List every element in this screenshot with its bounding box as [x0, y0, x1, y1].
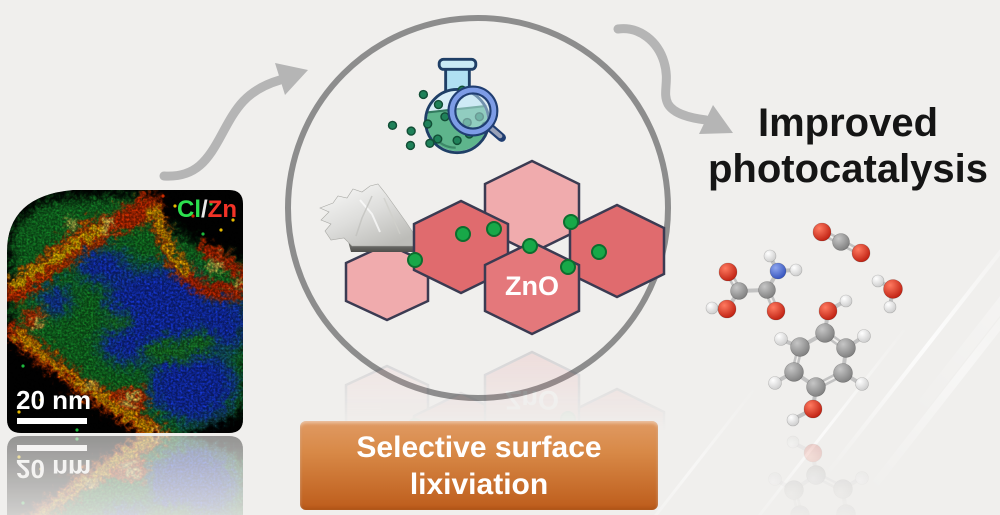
result-heading-line2: photocatalysis	[707, 147, 989, 191]
oxygen-atom	[812, 222, 832, 242]
banner-line1: Selective surface	[356, 431, 602, 464]
oxygen-atom	[717, 299, 737, 319]
curved-arrow-left	[159, 75, 285, 181]
banner-line2: lixiviation	[409, 468, 549, 501]
carbon-dioxide-molecule	[812, 222, 871, 263]
carbon-atom	[790, 337, 810, 357]
hexagon-dark-right	[568, 203, 666, 299]
element-map-legend: Cl/Zn	[177, 196, 237, 224]
carbon-atom	[758, 281, 776, 299]
zn-label: Zn	[207, 196, 237, 223]
hydrogen-atom	[768, 376, 782, 390]
result-heading-line1: Improved	[757, 101, 939, 145]
hydrogen-atom	[855, 377, 869, 391]
carbon-atom	[836, 338, 856, 358]
scale-bar	[17, 418, 87, 424]
oxamic-acid-molecule	[705, 249, 803, 321]
hydrogen-atom	[705, 301, 719, 315]
oxygen-atom	[766, 301, 786, 321]
hydrogen-atom	[786, 413, 800, 427]
hydrogen-atom	[883, 300, 897, 314]
oxygen-atom	[718, 262, 738, 282]
oxygen-atom	[851, 243, 871, 263]
hydrogen-atom	[871, 274, 885, 288]
oxygen-atom	[803, 399, 823, 419]
scale-bar-label: 20 nm	[16, 385, 92, 415]
eels-elemental-map: Cl/Zn 20 nm	[7, 190, 243, 433]
water-molecule	[871, 274, 903, 314]
carbon-atom	[784, 362, 804, 382]
eels-map-image	[7, 190, 243, 433]
slash-label: /	[201, 196, 208, 223]
oxygen-atom	[883, 279, 903, 299]
hydrogen-atom	[839, 294, 853, 308]
nitrogen-atom	[769, 262, 787, 280]
carbon-atom	[815, 323, 835, 343]
arrowhead-left-icon	[275, 63, 308, 95]
chemistry-scene	[350, 55, 570, 195]
degradation-molecules	[697, 215, 1000, 430]
hydrogen-atom	[763, 249, 777, 263]
hydrogen-atom	[789, 263, 803, 277]
cl-label: Cl	[177, 196, 201, 223]
carbon-atom	[832, 233, 850, 251]
magnifier-icon	[447, 85, 506, 142]
carbon-atom	[730, 282, 748, 300]
oxygen-atom	[818, 301, 838, 321]
process-banner: Selective surface lixiviation	[300, 421, 658, 510]
carbon-atom	[806, 377, 826, 397]
zno-label: ZnO	[505, 271, 559, 301]
hydrogen-atom	[774, 332, 788, 346]
hydrogen-atom	[857, 329, 871, 343]
result-heading: Improved photocatalysis	[693, 100, 1000, 192]
carbon-atom	[833, 363, 853, 383]
